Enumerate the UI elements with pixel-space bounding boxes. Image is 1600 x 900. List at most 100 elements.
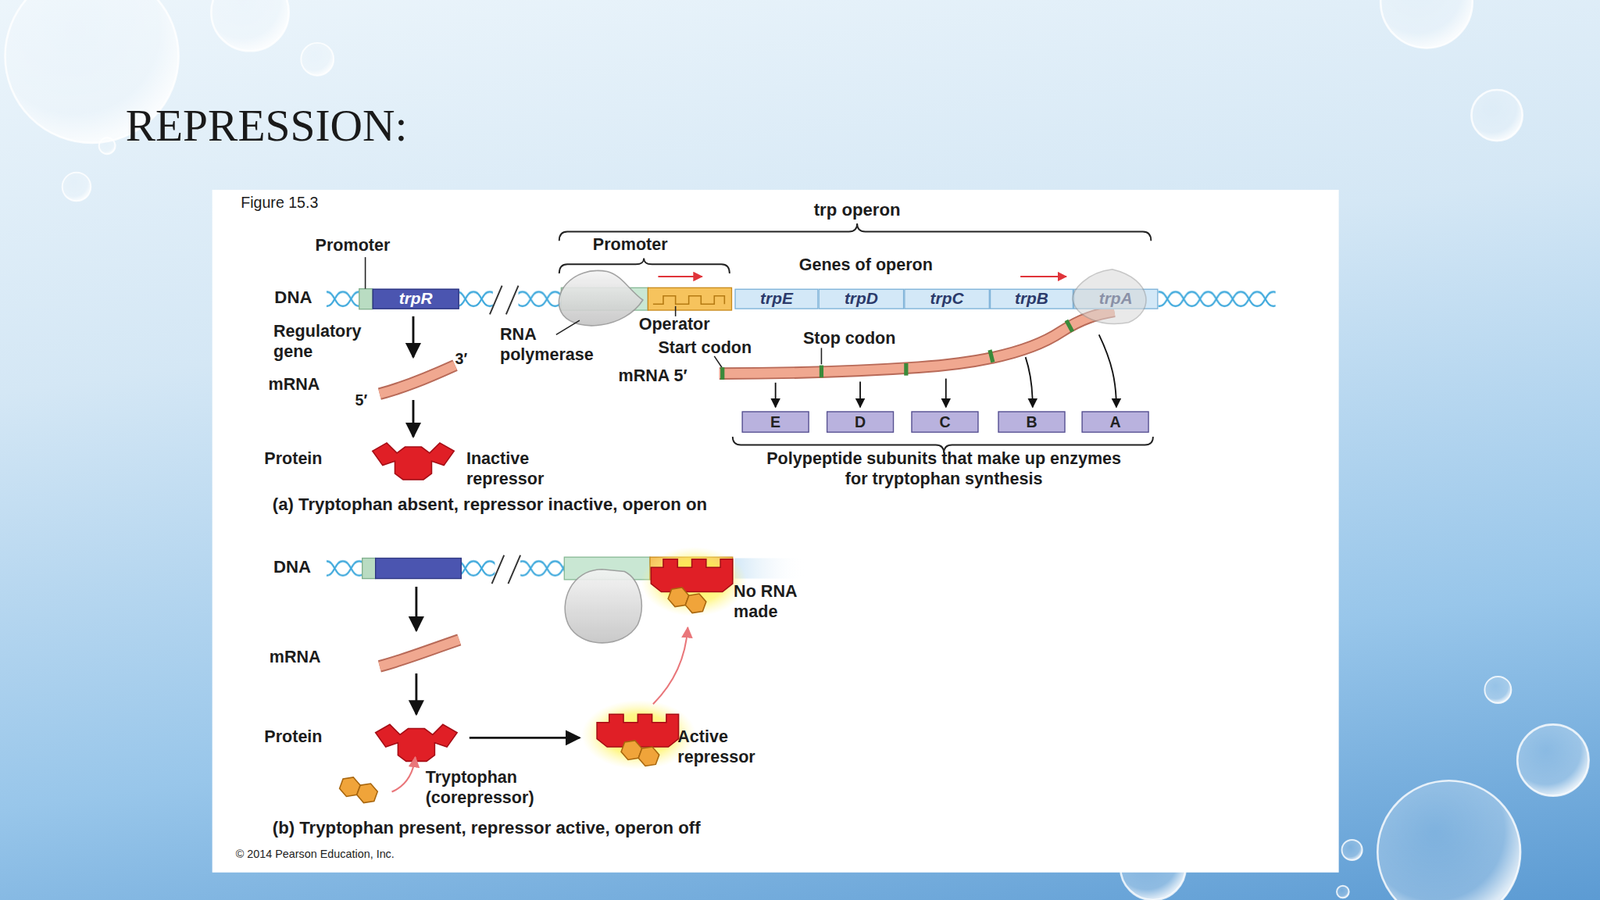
leader-line [714, 356, 722, 369]
polypeptide-box: A [1081, 410, 1149, 433]
direction-arrow [1020, 275, 1067, 278]
break-mark [492, 555, 522, 585]
flow-arrow [414, 673, 418, 715]
bubble [1336, 885, 1350, 899]
gene-box: trpE [734, 289, 818, 310]
row-label: DNA [274, 287, 312, 309]
dna-helix [520, 557, 565, 579]
binding-arrow [653, 627, 688, 704]
panel-caption: (b) Tryptophan present, repressor active… [272, 818, 701, 840]
rna-polymerase [564, 569, 642, 643]
box-label: A [1110, 414, 1122, 430]
part-label: Active repressor [677, 726, 785, 768]
codon-mark [903, 363, 908, 376]
dna-helix [459, 289, 493, 310]
translation-arrow [1099, 334, 1117, 408]
region-label: Promoter [315, 235, 391, 257]
bubble [300, 42, 334, 76]
part-label: Inactive repressor [466, 449, 579, 490]
flow-arrow [469, 736, 580, 740]
binding-arrow [392, 757, 416, 792]
gene-box: trpD [818, 289, 905, 310]
translation-arrow [945, 378, 947, 408]
flow-arrow [412, 316, 415, 358]
leader-line [556, 320, 580, 335]
bubble [1471, 89, 1522, 141]
operator-sequence [653, 296, 725, 304]
flow-arrow [414, 586, 418, 631]
box-label: E [770, 414, 781, 430]
box-label: trpB [1014, 290, 1049, 308]
bubble [1517, 724, 1589, 796]
box-label: B [1025, 414, 1037, 430]
direction-arrow [657, 275, 702, 278]
gene-box: trpR [372, 289, 460, 310]
part-label: No RNA made [733, 581, 821, 622]
polypeptide-box: D [826, 410, 894, 433]
dna-helix [1157, 289, 1275, 310]
part-label: mRNA 5′ [618, 366, 688, 387]
box-label: trpC [930, 290, 965, 308]
mrna-strand [379, 365, 456, 395]
dna-helix [460, 557, 495, 579]
region-label: Genes of operon [799, 255, 933, 276]
gene-box: trpA [1073, 289, 1158, 310]
row-label: mRNA [268, 374, 321, 395]
polypeptide-box: B [997, 410, 1065, 433]
codon-mark [989, 350, 993, 363]
highlight-glow [640, 546, 747, 617]
bubble [99, 137, 116, 154]
part-label: Operator [639, 314, 711, 335]
end-label: 5′ [355, 390, 368, 410]
promoter-region [359, 289, 373, 310]
polypeptide-box: C [910, 410, 979, 433]
leader-line [821, 347, 823, 365]
bubble [1484, 676, 1511, 704]
region-label: Promoter [592, 234, 668, 255]
promoter-region [362, 557, 376, 579]
bubble [1377, 780, 1521, 900]
flow-arrow [412, 400, 415, 437]
inactive-repressor [375, 724, 458, 761]
rna-polymerase [1072, 269, 1147, 325]
part-label: RNA polymerase [500, 324, 621, 365]
gene-box: trpC [903, 289, 990, 310]
panel-caption: (a) Tryptophan absent, repressor inactiv… [272, 494, 708, 516]
dna-helix [326, 557, 363, 579]
tryptophan [337, 774, 379, 807]
codon-mark [720, 367, 725, 380]
dna-helix [518, 289, 562, 310]
gene-box: trpB [989, 289, 1074, 310]
figure-number: Figure 15.3 [240, 193, 318, 213]
break-mark [489, 285, 519, 315]
codon-mark [819, 365, 824, 379]
leader-line [364, 257, 367, 289]
active-repressor [596, 714, 679, 747]
rna-polymerase [558, 270, 643, 325]
bubble [210, 0, 289, 51]
row-label: mRNA [269, 646, 322, 668]
part-label: Tryptophan (corepressor) [425, 767, 579, 808]
active-repressor [650, 559, 733, 593]
box-label: trpD [844, 290, 879, 308]
bubble [62, 172, 92, 202]
box-label: trpA [1099, 290, 1133, 308]
inactive-repressor [372, 442, 454, 480]
mrna-strand [719, 310, 1115, 374]
box-label: trpR [399, 290, 433, 308]
polypeptide-box: E [742, 410, 810, 433]
translation-arrow [1025, 357, 1033, 408]
part-label: Start codon [657, 337, 752, 358]
slide-title: REPRESSION: [125, 102, 408, 152]
bubble [1342, 839, 1363, 861]
dna-helix [326, 289, 360, 310]
tryptophan [619, 737, 661, 770]
row-label: Protein [264, 449, 322, 470]
figure-panel [212, 189, 1340, 873]
tryptophan [666, 584, 708, 617]
operator-region [647, 287, 732, 311]
row-label: Protein [264, 726, 322, 747]
